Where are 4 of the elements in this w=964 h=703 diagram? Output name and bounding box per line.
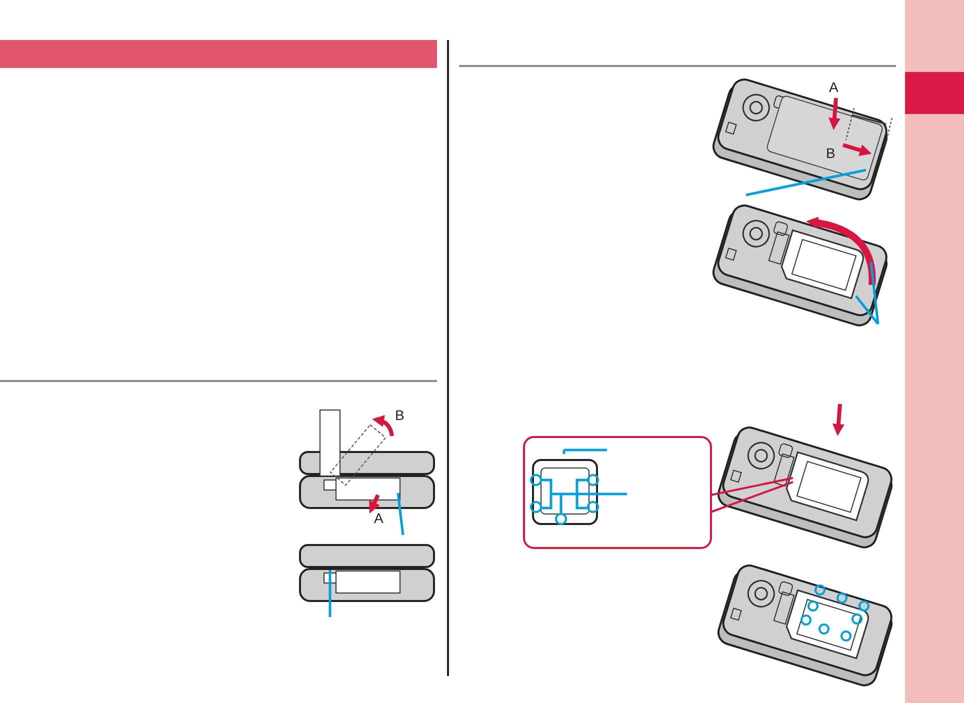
callout-letter: B <box>395 408 404 422</box>
callout-letter: A <box>829 80 838 94</box>
callout-letter: B <box>826 146 836 160</box>
callout-letter: A <box>374 511 384 525</box>
